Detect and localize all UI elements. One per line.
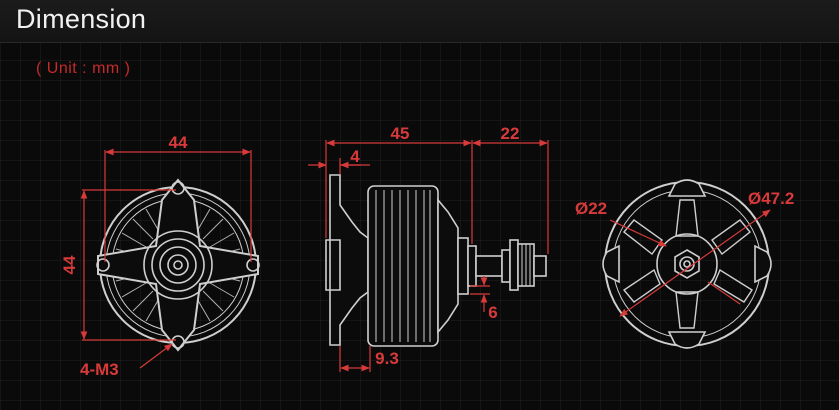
outer-diameter-label: Ø47.2 bbox=[748, 189, 794, 208]
rear-view bbox=[602, 179, 772, 349]
unit-note: ( Unit : mm ) bbox=[36, 60, 131, 77]
body-length-label: 45 bbox=[391, 124, 410, 143]
rear-dimensions bbox=[609, 209, 771, 317]
shaft-step-label: 6 bbox=[488, 303, 497, 322]
side-dimensions bbox=[308, 139, 549, 372]
rear-spokes bbox=[622, 199, 753, 329]
base-offset-label: 9.3 bbox=[375, 349, 399, 368]
inner-diameter-label: Ø22 bbox=[575, 199, 607, 218]
mount-label: 4-M3 bbox=[80, 360, 119, 379]
front-dimensions bbox=[80, 148, 252, 369]
front-view bbox=[96, 178, 260, 352]
front-height-label: 44 bbox=[60, 255, 79, 274]
front-width-label: 44 bbox=[169, 133, 188, 152]
header-bar: Dimension bbox=[0, 0, 839, 43]
page-title: Dimension bbox=[16, 4, 147, 34]
side-fins bbox=[375, 190, 431, 342]
side-view bbox=[325, 174, 547, 347]
shaft-length-label: 22 bbox=[501, 124, 520, 143]
flange-label: 4 bbox=[350, 147, 360, 166]
